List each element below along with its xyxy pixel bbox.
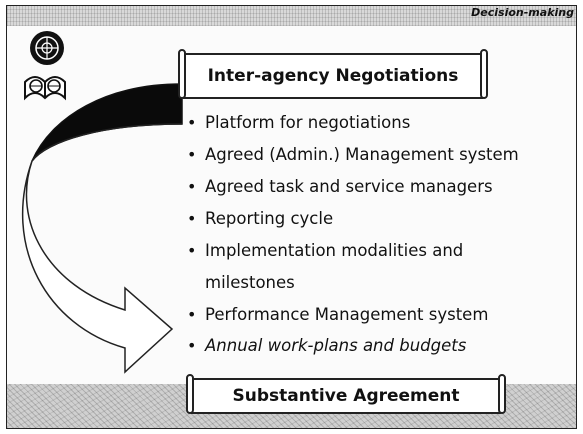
list-item: Agreed (Admin.) Management system (185, 139, 576, 171)
bullet-list: Platform for negotiations Agreed (Admin.… (185, 107, 576, 361)
corner-label: Decision-making (471, 6, 574, 19)
list-item: Platform for negotiations (185, 107, 576, 139)
top-banner: Inter-agency Negotiations (178, 49, 488, 99)
list-item: Reporting cycle (185, 203, 576, 235)
bottom-banner: Substantive Agreement (186, 374, 506, 414)
list-item: Performance Management system (185, 299, 576, 331)
un-emblem-icon (30, 31, 64, 65)
open-book-globe-icon (24, 76, 66, 101)
curved-arrow-icon (21, 83, 183, 374)
slide: Decision-making Inter-agency Negotiation… (6, 5, 577, 429)
list-item: Implementation modalities and (185, 235, 576, 267)
list-item: milestones (205, 273, 295, 292)
list-item: Agreed task and service managers (185, 171, 576, 203)
list-item: Annual work-plans and budgets (185, 331, 576, 361)
decor-layer (21, 31, 183, 374)
top-texture-band (7, 6, 576, 26)
